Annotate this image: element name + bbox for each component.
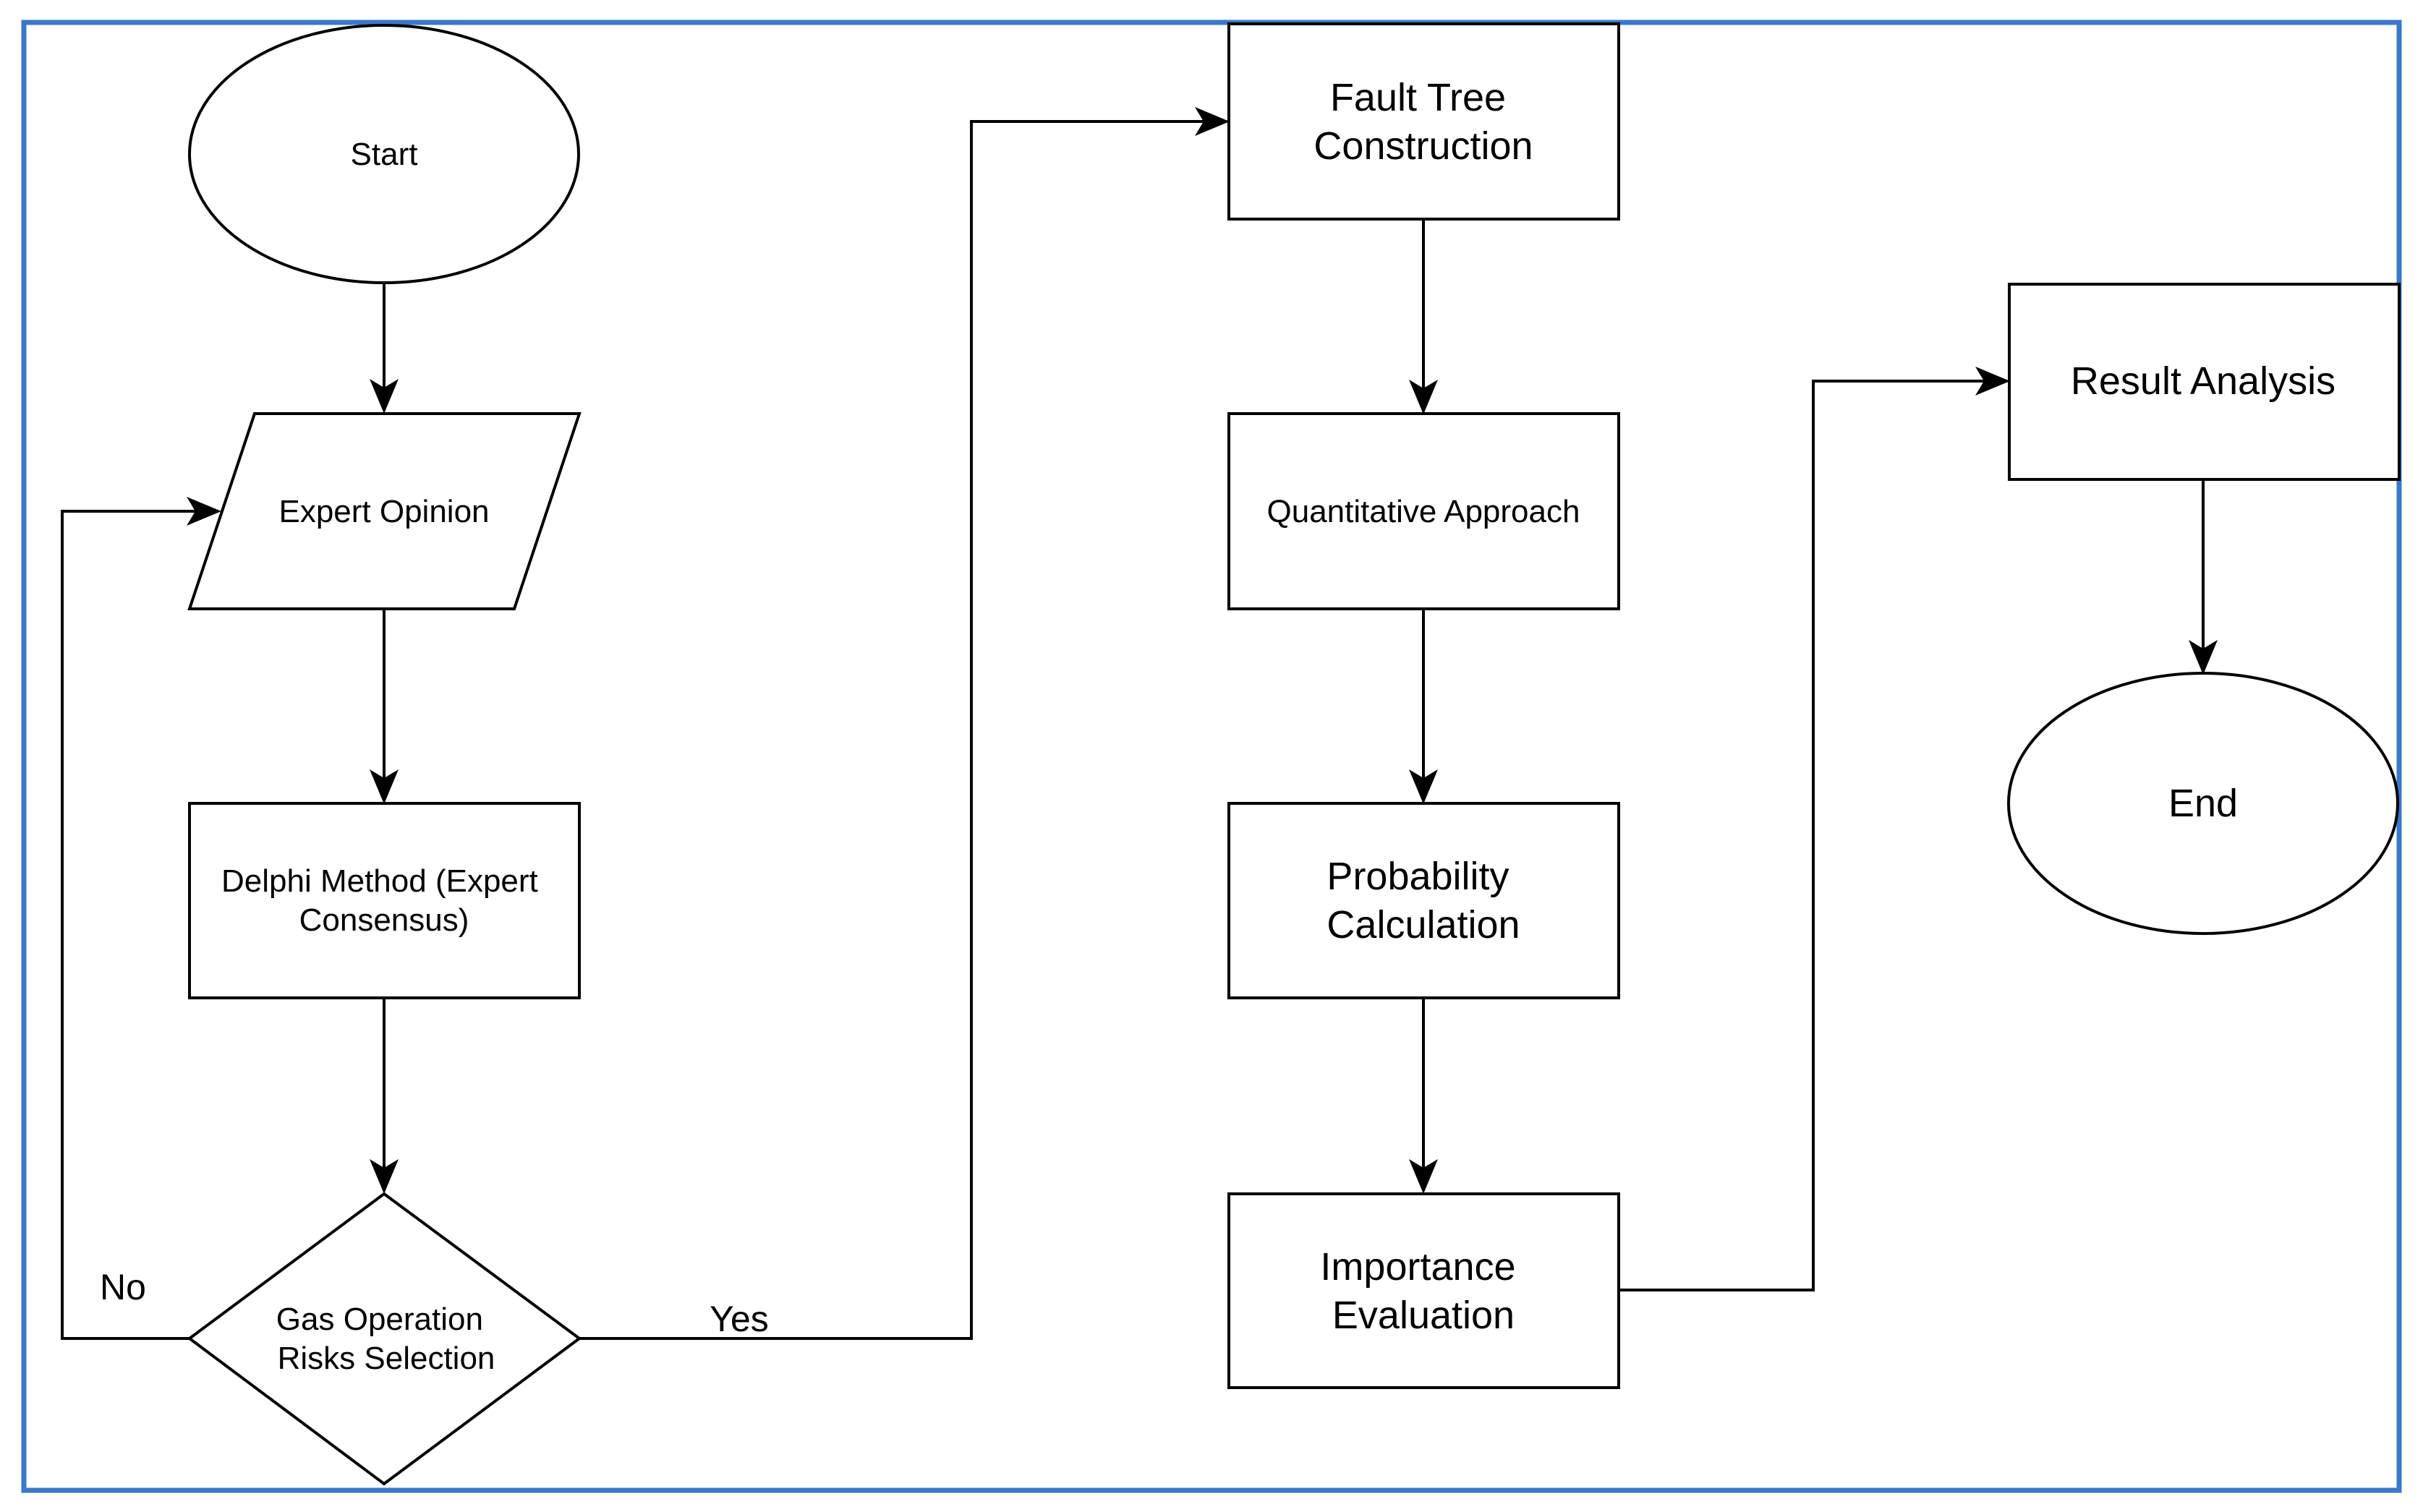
labels-layer: Start Expert Opinion Delphi Method (Expe… (221, 76, 2335, 1376)
fault-tree-label-line-2: Construction (1313, 124, 1533, 168)
fault-tree-label: Fault Tree Construction (1313, 76, 1533, 168)
expert-opinion-node (187, 412, 582, 610)
probability-calculation-node (1227, 802, 1620, 999)
delphi-method-label-line-2: Consensus) (299, 902, 469, 938)
edge-label-yes: Yes (710, 1299, 769, 1339)
delphi-method-label-line-1: Delphi Method (Expert (221, 863, 538, 899)
end-label: End (2168, 782, 2238, 825)
start-label-line: Start (351, 137, 418, 172)
importance-evaluation-node (1227, 1192, 1620, 1389)
delphi-method-node (188, 802, 581, 999)
start-label: Start (351, 137, 418, 172)
probability-calculation-label-line-1: Probability (1327, 855, 1509, 898)
importance-evaluation-label-line-2: Evaluation (1332, 1294, 1515, 1337)
edges-layer (61, 107, 2218, 1340)
decision-label-line-2: Risks Selection (278, 1341, 495, 1376)
edge-label-no: No (100, 1267, 146, 1307)
importance-evaluation-label: Importance Evaluation (1320, 1245, 1526, 1337)
decision-label-line-1: Gas Operation (276, 1302, 483, 1337)
probability-calculation-label-line-2: Calculation (1327, 903, 1520, 947)
fault-tree-label-line-1: Fault Tree (1330, 76, 1506, 119)
arrow-yes-to-fault-tree (579, 107, 1230, 1340)
start-node (188, 24, 580, 284)
expert-opinion-label-line: Expert Opinion (278, 494, 489, 529)
expert-opinion-label: Expert Opinion (278, 494, 489, 529)
quantitative-approach-label-line: Quantitative Approach (1267, 494, 1580, 529)
quantitative-approach-label: Quantitative Approach (1267, 494, 1580, 529)
probability-calculation-label: Probability Calculation (1327, 855, 1520, 947)
end-node (2007, 672, 2399, 935)
decision-label: Gas Operation Risks Selection (276, 1302, 495, 1376)
decision-node (187, 1192, 582, 1486)
importance-evaluation-label-line-1: Importance (1320, 1245, 1515, 1289)
fault-tree-node (1227, 22, 1620, 221)
result-analysis-node (2008, 283, 2401, 481)
end-label-line: End (2168, 782, 2238, 825)
result-analysis-label: Result Analysis (2071, 359, 2335, 403)
result-analysis-label-line: Result Analysis (2071, 359, 2335, 403)
arrow-no-loop-to-expert-opinion (61, 497, 221, 1340)
nodes-layer (187, 22, 2401, 1486)
quantitative-approach-node (1227, 412, 1620, 610)
delphi-method-label: Delphi Method (Expert Consensus) (221, 863, 547, 938)
arrow-importance-to-result (1618, 367, 2010, 1291)
